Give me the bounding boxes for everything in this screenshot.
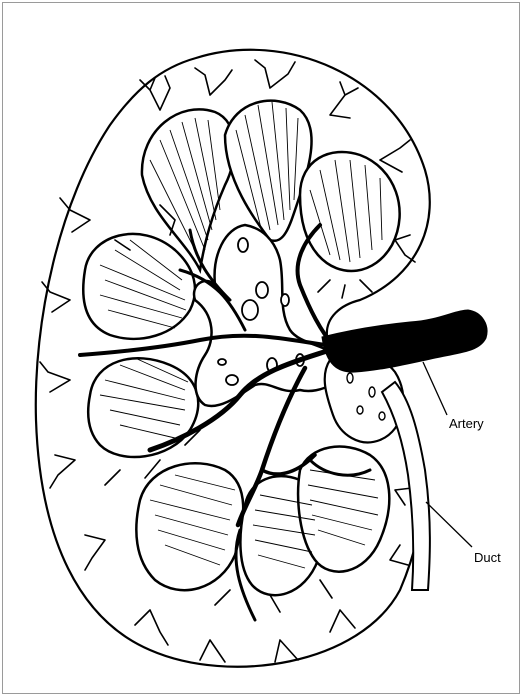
duct-callout-line	[426, 502, 472, 547]
artery-callout-line	[423, 362, 447, 415]
artery	[322, 310, 487, 372]
duct-label: Duct	[474, 550, 501, 565]
artery-label: Artery	[449, 416, 484, 431]
